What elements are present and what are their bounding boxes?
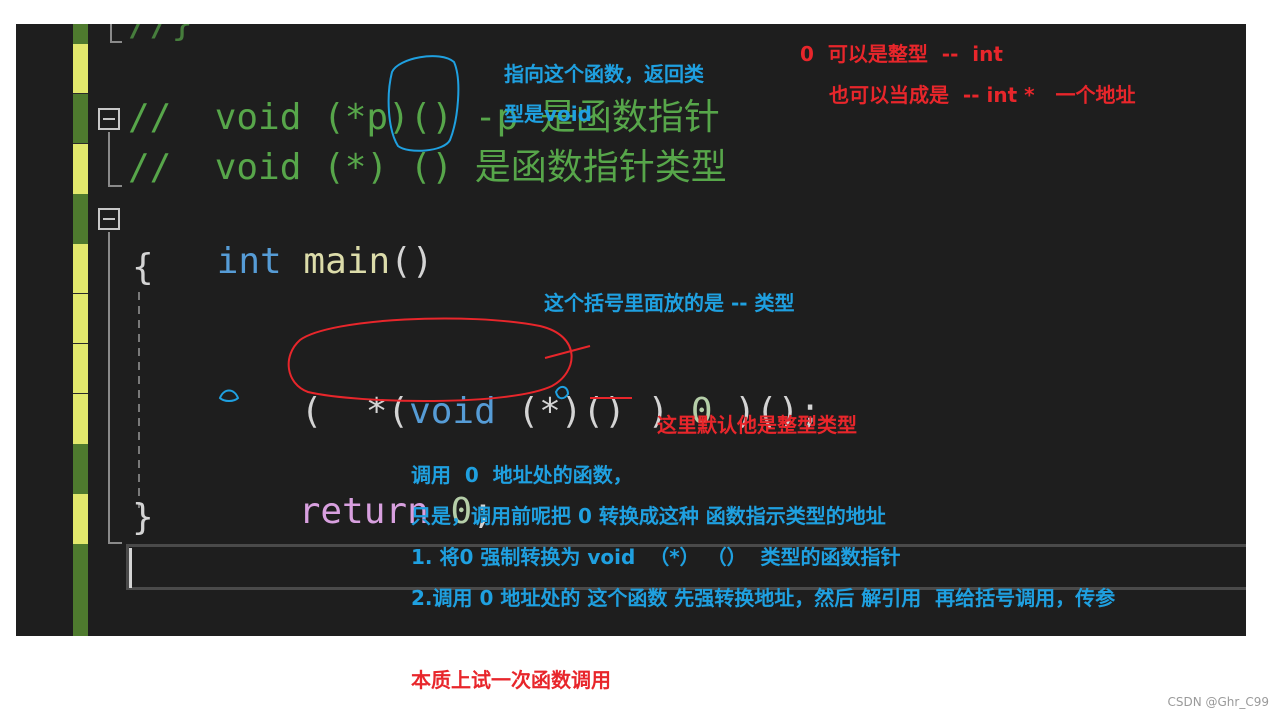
gutter-marker-modified <box>73 144 88 194</box>
number-zero: 0 <box>690 391 713 432</box>
note-step-2: 2.调用 0 地址处的 这个函数 先强转换地址，然后 解引用 再给括号调用，传参 <box>411 586 1116 610</box>
code-line-comment-pointer-var: // void (*p)() -p 是函数指针 <box>128 97 720 138</box>
gutter-marker-modified <box>73 44 88 94</box>
note-convert-before-call: 只是，调用前呢把 0 转换成这种 函数指示类型的地址 <box>411 504 886 528</box>
indent-guide <box>138 292 140 508</box>
gutter-marker-saved <box>73 194 88 244</box>
gutter-marker-saved <box>73 24 88 44</box>
code-line-brace-open: { <box>132 247 154 288</box>
call-tail: )(); <box>712 391 821 432</box>
cast-close: ) <box>625 391 670 432</box>
note-function-return-void-2: 型是void <box>504 102 592 126</box>
fold-toggle-main[interactable] <box>98 208 120 230</box>
gutter-marker-saved <box>73 444 88 494</box>
code-line-main-signature: int main() <box>130 196 434 328</box>
code-line-return: return 0; <box>212 446 494 578</box>
watermark: CSDN @Ghr_C99 <box>1167 695 1269 709</box>
code-line-brace-close: } <box>132 497 154 538</box>
note-zero-address: 也可以当成是 -- int * 一个地址 <box>829 83 1136 107</box>
blue-squiggle-right <box>554 386 570 400</box>
note-call-address-zero: 调用 0 地址处的函数， <box>411 463 633 487</box>
semicolon: ; <box>472 491 494 532</box>
note-paren-type: 这个括号里面放的是 -- 类型 <box>544 291 795 315</box>
note-zero-int: 0 可以是整型 -- int <box>800 42 1003 66</box>
gutter-marker-saved <box>73 544 88 636</box>
blue-circle-mark <box>387 55 460 152</box>
code-line-function-call-expression: ( *(void (*)() ) 0 )(); <box>214 346 821 478</box>
code-editor[interactable]: //} // void (*p)() -p 是函数指针 // void (*) … <box>16 24 1246 636</box>
red-arrow-stroke <box>544 345 591 359</box>
function-name-main: main <box>303 241 391 282</box>
code-line-comment-pointer-type: // void (*) () 是函数指针类型 <box>128 147 727 188</box>
red-ellipse-mark <box>287 317 573 403</box>
keyword-int: int <box>216 241 282 282</box>
current-line-highlight <box>126 544 1246 590</box>
note-default-int: 这里默认他是整型类型 <box>657 413 857 437</box>
gutter-marker-modified <box>73 494 88 544</box>
gutter-marker-modified <box>73 244 88 444</box>
cast-open: ( *( <box>300 391 410 432</box>
code-line-comment-end: //} <box>128 24 193 46</box>
note-essence-function-call: 本质上试一次函数调用 <box>411 668 611 692</box>
fold-toggle-comment[interactable] <box>98 108 120 130</box>
note-function-return-void-1: 指向这个函数，返回类 <box>504 62 704 86</box>
note-step-1: 1. 将0 强制转换为 void （*） （） 类型的函数指针 <box>411 545 901 569</box>
text-cursor <box>129 548 132 588</box>
return-value: 0 <box>450 491 473 532</box>
keyword-return: return <box>298 491 429 532</box>
blue-squiggle-left <box>218 389 240 402</box>
parens: () <box>390 241 434 282</box>
keyword-void: void <box>409 391 496 432</box>
